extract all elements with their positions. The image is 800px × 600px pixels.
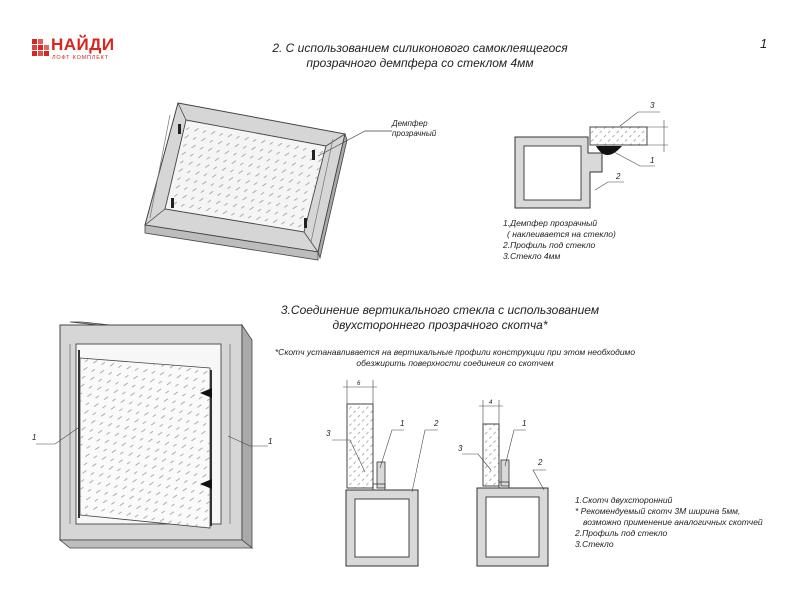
logo-subtitle: ЛОФТ КОМПЛЕКТ bbox=[52, 55, 109, 61]
damper-callout-line1: Демпфер bbox=[392, 119, 428, 128]
section-a-label-1: 1 bbox=[400, 419, 404, 428]
tape-cross-section-6mm: 6 3 1 2 bbox=[326, 380, 439, 567]
section3-legend-item-1: 1.Скотч двухсторонний bbox=[575, 495, 673, 505]
section-a-label-3: 3 bbox=[326, 429, 331, 438]
section3-note-line2: обезжирить поверхности соединеия со скот… bbox=[356, 358, 554, 368]
section3-legend-item-2: 2.Профиль под стекло bbox=[575, 528, 668, 538]
logo-name: НАЙДИ bbox=[51, 35, 115, 54]
section-a-label-2: 2 bbox=[433, 419, 439, 428]
section2-title: 2. С использованием силиконового самокле… bbox=[230, 41, 610, 71]
section3-legend-item-3: 3.Стекло bbox=[575, 539, 614, 549]
section2-legend-item-1b: ( наклеивается на стекло) bbox=[507, 229, 616, 239]
section-b-dim: 4 bbox=[489, 400, 493, 406]
section2-label-2: 2 bbox=[615, 172, 621, 181]
section3-note-line1: *Скотч устанавливается на вертикальные п… bbox=[274, 347, 636, 357]
damper-cross-section: 3 1 2 bbox=[514, 101, 668, 209]
damper-callout-line2: прозрачный bbox=[392, 129, 437, 138]
section3-title-line2: двухстороннего прозрачного скотча* bbox=[332, 318, 548, 332]
tape-cross-section-4mm: 4 3 1 2 bbox=[458, 400, 549, 567]
section-b-label-2: 2 bbox=[537, 458, 543, 467]
front-frame-with-tape: 1 1 bbox=[32, 321, 272, 549]
section2-label-3: 3 bbox=[650, 101, 655, 110]
section3-legend: 1.Скотч двухсторонний * Рекомендуемый ск… bbox=[575, 495, 763, 550]
page-number: 1 bbox=[760, 36, 768, 51]
section3-title: 3.Соединение вертикального стекла с испо… bbox=[250, 303, 630, 333]
section2-legend-item-1: 1.Демпфер прозрачный bbox=[503, 218, 598, 228]
section-a-dim: 6 bbox=[357, 381, 361, 387]
section-b-label-3: 3 bbox=[458, 444, 463, 453]
section3-title-line1: 3.Соединение вертикального стекла с испо… bbox=[280, 303, 600, 317]
section2-legend: 1.Демпфер прозрачный ( наклеивается на с… bbox=[503, 218, 616, 262]
section2-label-1: 1 bbox=[650, 156, 654, 165]
frame-label-left: 1 bbox=[32, 433, 36, 442]
section3-legend-item-1c: возможно применение аналогичных скотчей bbox=[583, 517, 763, 527]
section-b-label-1: 1 bbox=[522, 419, 526, 428]
section2-legend-item-2: 2.Профиль под стекло bbox=[503, 240, 596, 250]
section2-callout: Демпфер прозрачный bbox=[392, 119, 436, 139]
section3-note: *Скотч устанавливается на вертикальные п… bbox=[255, 347, 655, 369]
section2-legend-item-3: 3.Стекло 4мм bbox=[503, 251, 561, 261]
section3-legend-item-1b: * Рекомендуемый скотч 3М ширина 5мм, bbox=[575, 506, 741, 516]
logo-mark-icon bbox=[32, 39, 49, 56]
frame-label-right: 1 bbox=[268, 437, 272, 446]
section2-title-line1: 2. С использованием силиконового самокле… bbox=[272, 41, 568, 55]
isometric-frame-with-damper bbox=[144, 102, 392, 261]
section2-title-line2: прозрачного демпфера со стеклом 4мм bbox=[306, 56, 534, 70]
logo: НАЙДИ ЛОФТ КОМПЛЕКТ bbox=[30, 35, 130, 67]
